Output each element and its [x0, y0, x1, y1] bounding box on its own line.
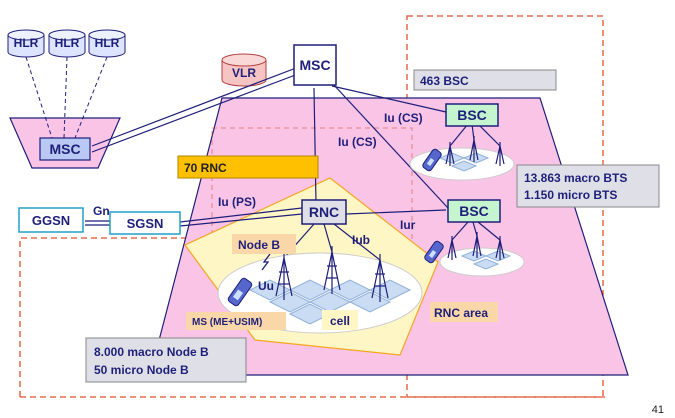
hlr-label: HLR: [95, 36, 120, 50]
bsc-count-box: [413, 69, 557, 91]
radio-link-icon: [261, 253, 271, 271]
uu-label: Uu: [258, 279, 274, 293]
bsc-mid-label: BSC: [459, 203, 489, 219]
bsc-mid-box: [447, 199, 501, 223]
hlr-label: HLR: [55, 36, 80, 50]
umts-region-border: [19, 237, 190, 397]
bts-count-label-1: 13.863 macro BTS: [524, 171, 627, 185]
ms-label: MS (ME+USIM): [192, 317, 262, 328]
mobile-phone-icon: [227, 277, 253, 307]
iub-label: Iub: [352, 233, 370, 247]
hlr-links: [25, 56, 108, 139]
nodeb-count-label-2: 50 micro Node B: [94, 363, 189, 377]
rnc-count-label: 70 RNC: [184, 161, 227, 175]
msc-left-label: MSC: [49, 141, 80, 157]
cell-label: cell: [330, 314, 350, 328]
gn-label: Gn: [93, 204, 110, 218]
mobile-phone-icon: [422, 148, 442, 172]
rnc-count-box: [177, 155, 319, 179]
bts-count-label-2: 1.150 micro BTS: [524, 188, 617, 202]
bsc-count-label: 463 BSC: [420, 74, 469, 88]
iu-ps-label: Iu (PS): [218, 195, 256, 209]
antenna-icon: [371, 254, 389, 302]
nodeb-count-label-1: 8.000 macro Node B: [94, 345, 209, 359]
antenna-towers: [275, 136, 505, 302]
vlr-database: [221, 53, 267, 87]
bts-count-box: [516, 164, 660, 208]
sgsn-box: [109, 211, 181, 235]
node-b-label-box: [232, 234, 296, 254]
ggsn-box: [18, 207, 84, 233]
vlr-label: VLR: [232, 66, 256, 80]
antenna-icon: [275, 252, 293, 300]
bsc-top-label: BSC: [457, 107, 487, 123]
antenna-icon: [472, 232, 482, 258]
antenna-icon: [447, 236, 457, 260]
rnc-area-label-box: [430, 302, 498, 322]
iu-cs-label-2: Iu (CS): [338, 135, 377, 149]
msc-left-box: [39, 137, 91, 161]
rnc-label: RNC: [309, 204, 339, 220]
antenna-icon: [495, 142, 505, 166]
antenna-icon: [469, 136, 479, 162]
ms-label-box: [186, 312, 286, 330]
nodeb-count-box: [85, 337, 247, 383]
antenna-icon: [445, 142, 455, 166]
rnc-box: [301, 199, 347, 225]
antenna-icon: [323, 246, 341, 294]
iur-label: Iur: [400, 218, 416, 232]
sgsn-label: SGSN: [127, 216, 164, 231]
iu-cs-label-1: Iu (CS): [384, 111, 423, 125]
core-links: [85, 67, 501, 261]
bsc-top-box: [445, 103, 499, 127]
mobile-phone-icon: [424, 240, 444, 264]
node-b-label: Node B: [238, 238, 280, 252]
ggsn-label: GGSN: [32, 213, 70, 228]
antenna-icon: [495, 236, 505, 260]
msc-top-box: [293, 44, 337, 86]
hlr-database-2: [48, 29, 86, 58]
msc-top-label: MSC: [299, 57, 330, 73]
hlr-label: HLR: [14, 36, 39, 50]
page-number: 41: [652, 404, 664, 416]
cell-label-box: [322, 310, 358, 330]
rnc-area-label: RNC area: [434, 306, 488, 320]
